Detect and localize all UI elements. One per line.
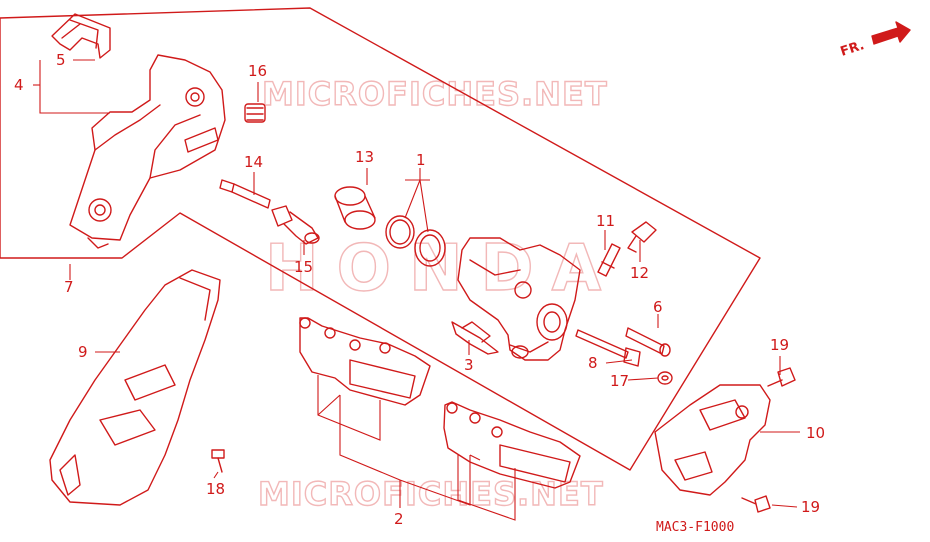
brake-pad-lower: [443, 401, 581, 489]
label-part-18: 18: [206, 480, 225, 498]
disc-guard: [49, 269, 221, 506]
label-part-15: 15: [294, 258, 313, 276]
label-part-8: 8: [588, 354, 598, 372]
bolt-19-upper: [767, 367, 796, 387]
label-part-16: 16: [248, 62, 267, 80]
watermark-center: HONDA: [265, 232, 619, 306]
label-part-13: 13: [355, 148, 374, 166]
front-direction-label: FR.: [839, 38, 867, 60]
label-part-7: 7: [64, 278, 74, 296]
assembly-outline: [0, 7, 761, 471]
plug-part: [657, 371, 673, 385]
bleeder-cap-12: [627, 221, 657, 253]
watermark-bottom: MICROFICHES.NET: [258, 475, 604, 513]
front-direction-arrow: [871, 21, 911, 45]
part-number-labels: 1 2 3 4 5 6 7 8 9 10 11 12 13 14 15 16 1…: [14, 51, 825, 528]
bolt-18: [211, 449, 225, 473]
pin-bolt-part: [219, 179, 271, 209]
label-part-2: 2: [394, 510, 404, 528]
label-part-17: 17: [610, 372, 629, 390]
brake-pad-upper: [299, 317, 431, 406]
bolt-19-lower: [741, 495, 771, 513]
label-part-19-lower: 19: [801, 498, 820, 516]
pad-clip: [51, 13, 111, 59]
bleeder-cap-part: [244, 103, 266, 123]
label-part-14: 14: [244, 153, 263, 171]
label-part-3: 3: [464, 356, 474, 374]
pad-spring-part: [451, 321, 499, 355]
caliper-bracket: [69, 54, 226, 249]
label-part-10: 10: [806, 424, 825, 442]
piston-part: [334, 186, 376, 230]
slide-pin-part: [271, 205, 320, 245]
label-part-6: 6: [653, 298, 663, 316]
label-part-9: 9: [78, 343, 88, 361]
label-part-12: 12: [630, 264, 649, 282]
diagram-code: MAC3-F1000: [656, 520, 734, 535]
leader-lines: [33, 59, 800, 521]
pad-bolt-part: [575, 329, 641, 367]
label-part-5: 5: [56, 51, 66, 69]
label-part-19-upper: 19: [770, 336, 789, 354]
caliper-body: [457, 237, 581, 361]
piston-seals: [385, 215, 446, 267]
pad-pin-part: [625, 327, 671, 357]
watermark-top: MICROFICHES.NET: [262, 75, 608, 113]
label-part-4: 4: [14, 76, 24, 94]
bleeder-valve-part: [597, 243, 621, 277]
label-part-11: 11: [596, 212, 615, 230]
label-part-1: 1: [416, 151, 426, 169]
guard-plate: [654, 384, 771, 496]
